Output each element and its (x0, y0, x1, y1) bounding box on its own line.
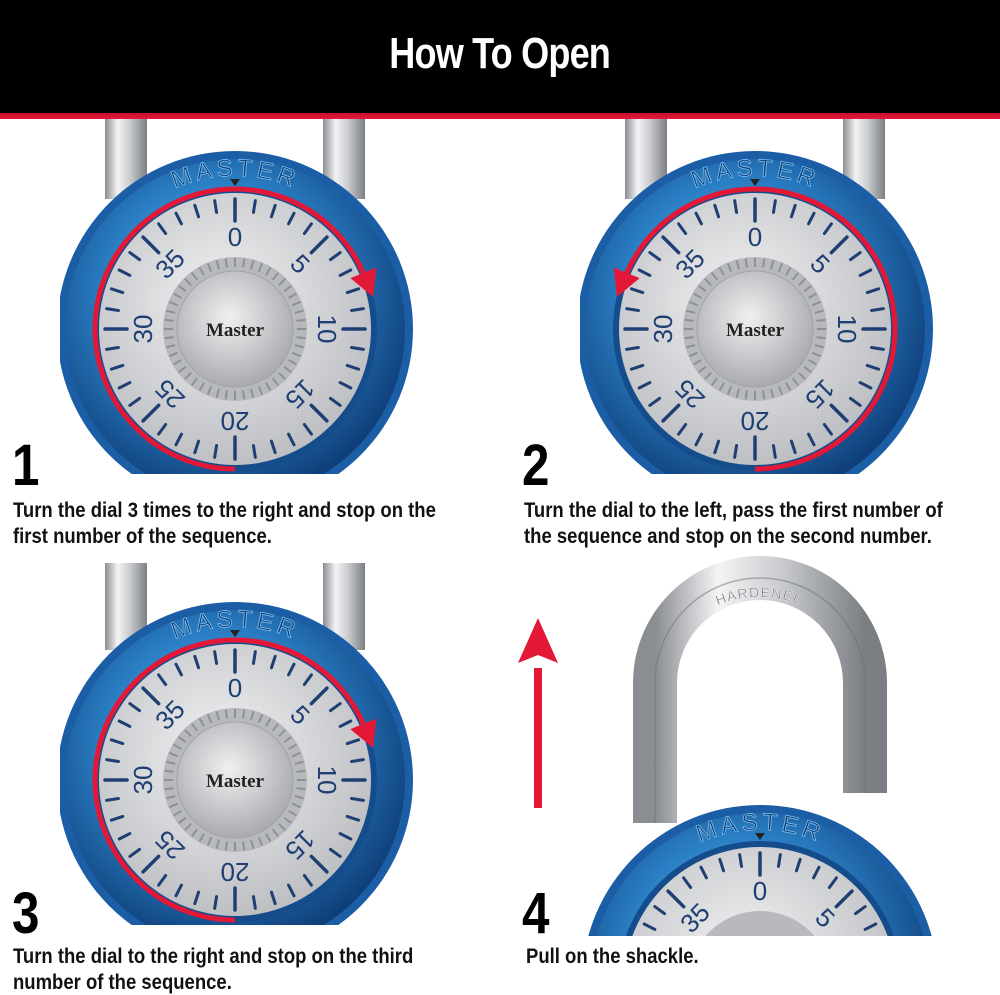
svg-text:MASTER: MASTER (168, 155, 303, 194)
step-number: 3 (12, 881, 39, 946)
svg-text:Master: Master (726, 320, 785, 341)
svg-text:10: 10 (832, 315, 862, 344)
svg-text:20: 20 (741, 406, 770, 436)
svg-text:20: 20 (221, 406, 250, 436)
svg-text:0: 0 (753, 876, 767, 906)
svg-text:10: 10 (312, 315, 342, 344)
header-red-stripe (0, 113, 1000, 119)
pull-up-arrow (518, 618, 558, 808)
direction-arc (622, 186, 898, 472)
step-instruction-line: number of the sequence. (13, 970, 232, 994)
direction-arc (92, 186, 368, 472)
step-instruction: Pull on the shackle. (526, 943, 699, 969)
svg-text:MASTER: MASTER (168, 606, 303, 645)
step-instruction: Turn the dial to the left, pass the firs… (524, 497, 943, 549)
step-number: 4 (522, 881, 549, 946)
step-instruction-line: Turn the dial to the left, pass the firs… (524, 498, 943, 522)
step-number: 2 (522, 433, 549, 498)
step-instruction-line: Turn the dial 3 times to the right and s… (13, 498, 436, 522)
svg-text:0: 0 (748, 222, 762, 252)
direction-arrowhead (350, 267, 377, 297)
header-banner: How To Open (0, 0, 1000, 113)
svg-text:Master: Master (206, 320, 265, 341)
svg-text:30: 30 (128, 766, 158, 795)
svg-text:20: 20 (221, 857, 250, 887)
step-instruction-line: Turn the dial to the right and stop on t… (13, 944, 414, 968)
svg-text:0: 0 (228, 673, 242, 703)
svg-text:MASTER: MASTER (688, 155, 823, 194)
step-number: 1 (12, 433, 39, 498)
step-instruction-line: Pull on the shackle. (526, 944, 699, 968)
direction-arrowhead (350, 718, 377, 748)
svg-text:30: 30 (128, 315, 158, 344)
step-instruction: Turn the dial 3 times to the right and s… (13, 497, 436, 549)
svg-text:30: 30 (648, 315, 678, 344)
svg-text:Master: Master (206, 771, 265, 792)
svg-text:10: 10 (312, 766, 342, 795)
step-instruction: Turn the dial to the right and stop on t… (13, 943, 413, 995)
svg-text:0: 0 (228, 222, 242, 252)
step-instruction-line: the sequence and stop on the second numb… (524, 524, 932, 548)
page-title: How To Open (389, 28, 612, 78)
step-instruction-line: first number of the sequence. (13, 524, 272, 548)
direction-arrowhead (613, 267, 640, 297)
direction-arc (92, 637, 368, 923)
